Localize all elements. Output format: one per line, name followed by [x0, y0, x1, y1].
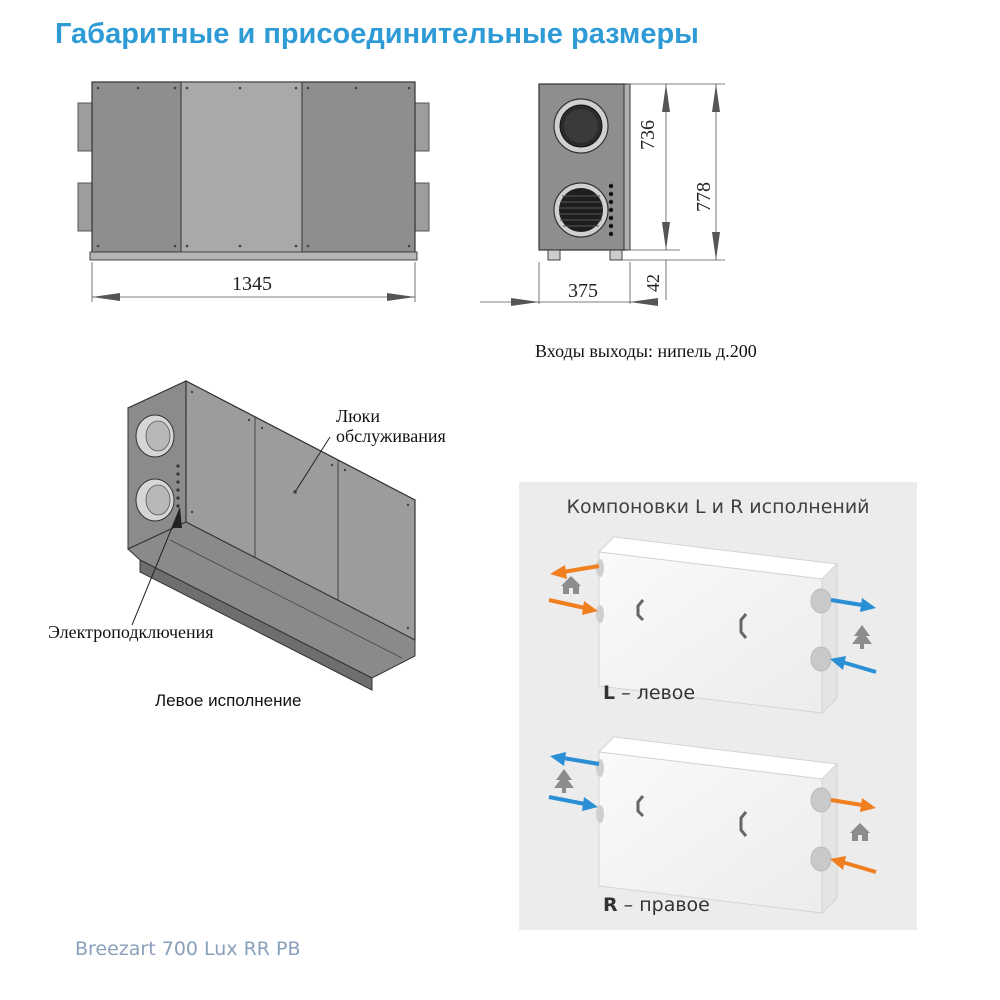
house-icon	[850, 823, 870, 841]
iso-caption: Левое исполнение	[155, 691, 302, 710]
layout-right-letter: R	[603, 894, 618, 916]
layout-right-text: – правое	[617, 894, 710, 916]
layout-left-label: L – левое	[603, 682, 695, 704]
layouts-drawing	[548, 536, 877, 915]
layout-left-letter: L	[603, 682, 616, 704]
electric-label: Электроподключения	[48, 622, 214, 642]
total-height-dimension: 778	[693, 182, 715, 212]
hatches-label: Люки обслуживания	[336, 406, 446, 446]
layouts-panel: Компоновки L и R исполнений	[519, 482, 917, 930]
hatches-label-line1: Люки	[336, 406, 381, 426]
legs-dimension: 42	[643, 274, 663, 292]
inlet-note: Входы выходы: нипель д.200	[535, 341, 757, 361]
layout-left-text: – левое	[615, 682, 696, 704]
model-footer: Breezart 700 Lux RR PB	[75, 938, 301, 960]
layouts-title: Компоновки L и R исполнений	[566, 496, 870, 518]
tree-icon	[852, 625, 872, 649]
hatches-label-line2: обслуживания	[336, 426, 446, 446]
tree-icon	[554, 769, 574, 793]
house-icon	[561, 576, 581, 594]
depth-dimension: 375	[568, 280, 598, 302]
body-height-dimension: 736	[637, 120, 659, 150]
layout-right-label: R – правое	[603, 894, 710, 916]
page-title: Габаритные и присоединительные размеры	[55, 18, 699, 50]
width-dimension: 1345	[232, 273, 272, 295]
